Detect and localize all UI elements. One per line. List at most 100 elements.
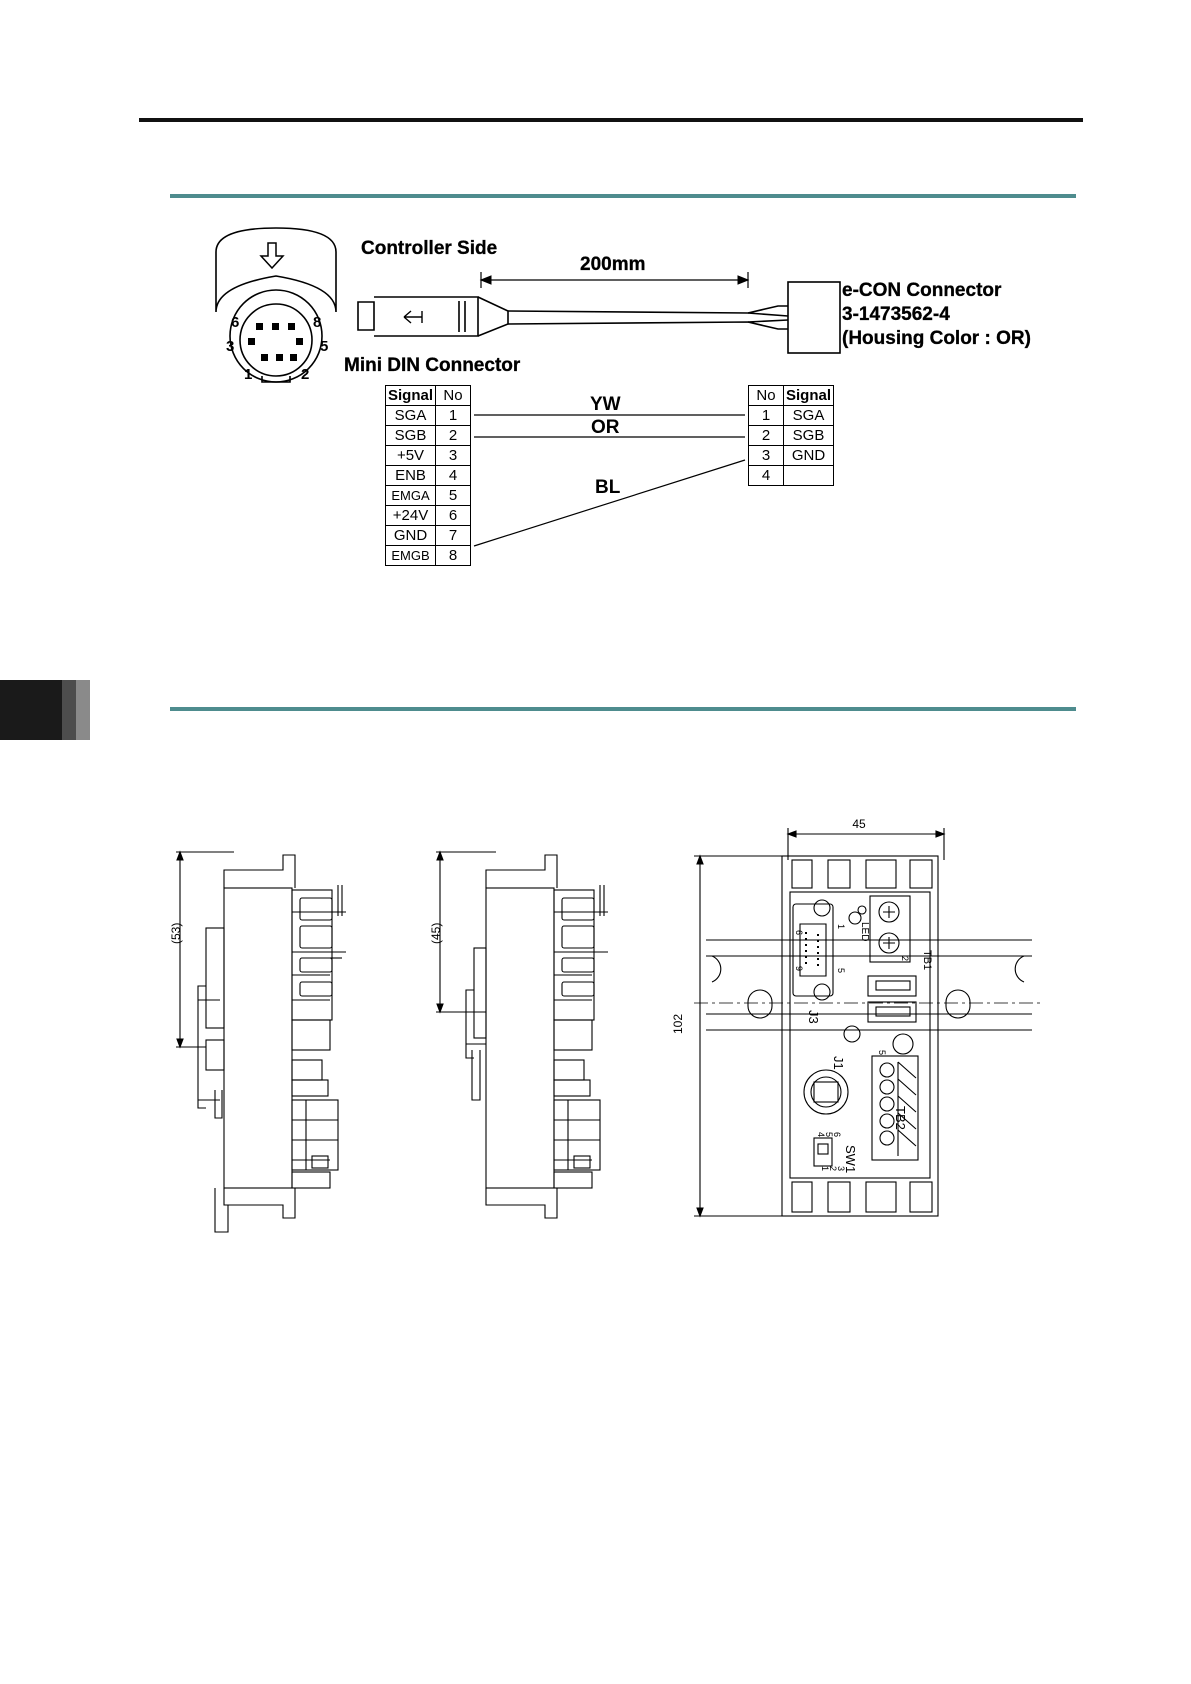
pin-7 — [272, 323, 279, 330]
bottom-tabs — [792, 1182, 932, 1212]
sw-pin-4: 4 — [816, 1132, 826, 1137]
side1-main-body — [224, 888, 292, 1188]
no-cell: 8 — [436, 546, 471, 566]
j3-pin-1: 1 — [836, 924, 846, 929]
plug-body — [374, 297, 478, 336]
j1-label: J1 — [831, 1056, 846, 1070]
switch-block-2 — [868, 1002, 916, 1022]
cable-length-label: 200mm — [580, 254, 646, 276]
signal-cell: SGB — [386, 426, 436, 446]
cable-diagram-graphics — [0, 0, 1191, 620]
side1-bottom-flange — [224, 1188, 295, 1218]
header-no: No — [749, 386, 784, 406]
no-cell: 4 — [436, 466, 471, 486]
econ-connector-name: e-CON Connector — [842, 280, 1001, 302]
no-cell: 2 — [436, 426, 471, 446]
signal-cell: ENB — [386, 466, 436, 486]
tb1-label: TB1 — [921, 950, 933, 970]
pin-label-3: 3 — [226, 338, 234, 355]
pin-label-2: 2 — [301, 366, 309, 383]
dim-45-text: (45) — [429, 923, 443, 944]
j3-pin-5: 5 — [836, 968, 846, 973]
side2-din-clip — [466, 990, 486, 1058]
table-row: 2SGB — [749, 426, 834, 446]
plug-tip — [358, 302, 374, 330]
controller-side-label: Controller Side — [361, 238, 497, 260]
header-no: No — [436, 386, 471, 406]
no-cell: 6 — [436, 506, 471, 526]
connector-shroud — [216, 228, 336, 312]
header-signal: Signal — [386, 386, 436, 406]
j3-connector — [793, 904, 833, 996]
table-row: EMGA5 — [386, 486, 471, 506]
mini-din-pins — [248, 323, 303, 361]
j3-label: J3 — [806, 1010, 821, 1024]
mini-din-label: Mini DIN Connector — [344, 355, 520, 377]
signal-cell: SGB — [784, 426, 834, 446]
cable-top-edge — [508, 306, 788, 313]
econ-connector-body — [788, 282, 840, 353]
no-cell: 4 — [749, 466, 784, 486]
signal-cell: EMGB — [386, 546, 436, 566]
front-view — [694, 828, 1040, 1216]
table-row: 3GND — [749, 446, 834, 466]
cable-wires — [748, 313, 788, 322]
top-tabs — [792, 860, 932, 888]
pin-5 — [296, 338, 303, 345]
no-cell: 3 — [436, 446, 471, 466]
sw-pin-1: 1 — [820, 1166, 830, 1171]
pin-4 — [276, 354, 283, 361]
pin-6 — [256, 323, 263, 330]
pin-1 — [261, 354, 268, 361]
side1-top-flange — [224, 855, 295, 888]
wire-label-or: OR — [591, 417, 620, 439]
outline-drawing: (53) — [0, 800, 1191, 1260]
chapter-tab — [0, 680, 62, 740]
side1-rear-block — [206, 928, 224, 1028]
wire-label-yw: YW — [590, 394, 621, 416]
pin-label-5: 5 — [320, 338, 328, 355]
chapter-tab-stripe — [62, 680, 76, 740]
j3-pin-6: 6 — [794, 930, 804, 935]
cable-drawing — [358, 272, 840, 353]
sw1-dip — [814, 1138, 832, 1166]
chapter-tab-stripe-light — [76, 680, 90, 740]
tb2-label: TB2 — [893, 1106, 908, 1130]
pin-label-8: 8 — [313, 314, 321, 331]
no-cell: 1 — [436, 406, 471, 426]
side2-main-body — [486, 888, 554, 1188]
tb1-pin-label: 2 — [900, 956, 910, 961]
econ-housing-color: (Housing Color : OR) — [842, 328, 1031, 350]
signal-cell: GND — [386, 526, 436, 546]
led-2 — [858, 906, 866, 914]
led-label: LED — [859, 922, 870, 941]
pin-3 — [248, 338, 255, 345]
header-signal: Signal — [784, 386, 834, 406]
wire-bl — [474, 460, 745, 546]
table-row: SGB2 — [386, 426, 471, 446]
signal-cell: +5V — [386, 446, 436, 466]
no-cell: 7 — [436, 526, 471, 546]
signal-cell — [784, 466, 834, 486]
j3-pin-9: 9 — [794, 966, 804, 971]
no-cell: 5 — [436, 486, 471, 506]
dim-width-text: 45 — [852, 817, 866, 831]
cable-bottom-edge — [508, 322, 788, 329]
side1-tb-block — [292, 1020, 330, 1050]
side-view-2 — [436, 852, 608, 1218]
no-cell: 3 — [749, 446, 784, 466]
signal-cell: SGA — [386, 406, 436, 426]
econ-part-number: 3-1473562-4 — [842, 304, 950, 326]
table-row: 1SGA — [749, 406, 834, 426]
side1-bottom-tab — [215, 1188, 228, 1232]
table-header-row: Signal No — [386, 386, 471, 406]
plug-grip — [459, 301, 465, 332]
